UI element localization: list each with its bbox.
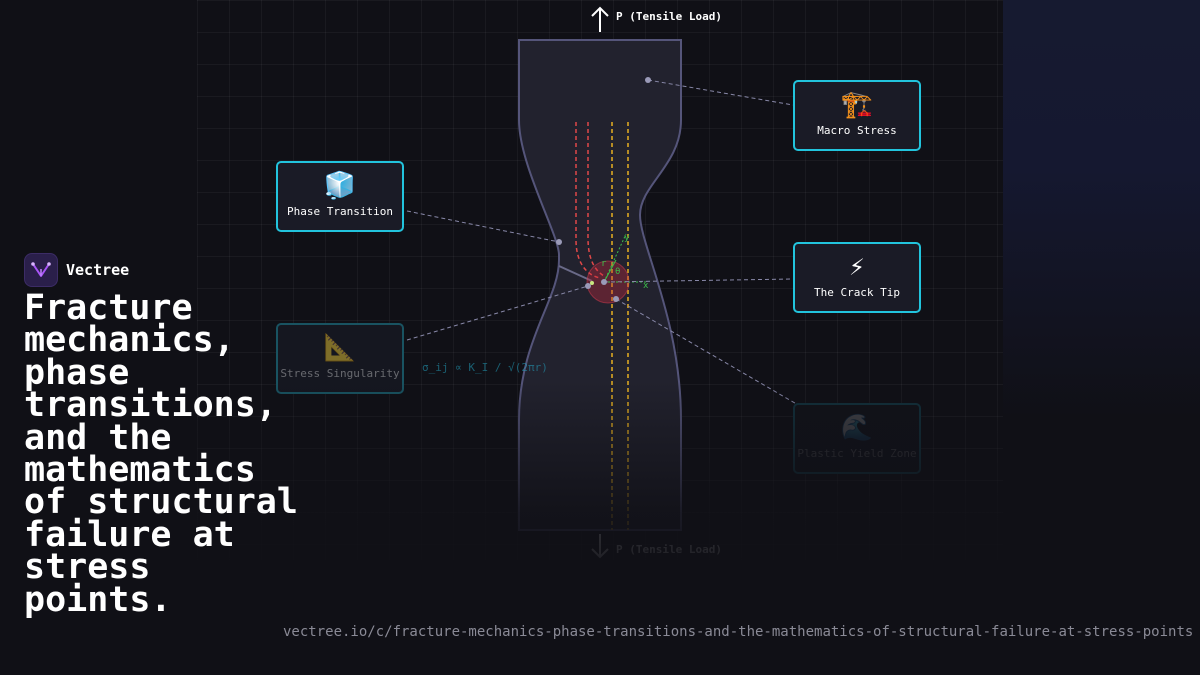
connector-macro [647, 79, 794, 106]
stress-line-red-outer [575, 122, 601, 279]
connector-crack [603, 278, 794, 283]
crack-tip-y-axis [603, 233, 627, 283]
anchor-singularity [585, 283, 591, 289]
node-plastic-yield-zone[interactable]: 🌊 Plastic Yield Zone [793, 403, 921, 474]
anchor-singularity-tip [590, 281, 594, 285]
anchor-phase [556, 239, 562, 245]
node-label: Stress Singularity [280, 367, 400, 380]
brand-name: Vectree [66, 261, 130, 279]
anchor-crack [601, 279, 607, 285]
node-label: Plastic Yield Zone [797, 447, 917, 460]
connector-phase [406, 210, 560, 243]
crane-icon: 🏗️ [840, 90, 874, 120]
stress-formula: σ_ij ∝ K_I / √(2πr) [422, 361, 548, 374]
crack-line [558, 265, 593, 282]
load-label-bottom: P (Tensile Load) [616, 543, 722, 556]
arrow-down-icon [591, 534, 609, 559]
node-macro-stress[interactable]: 🏗️ Macro Stress [793, 80, 921, 151]
crack-tip-r-label: r [601, 259, 607, 269]
wave-icon: 🌊 [840, 413, 874, 443]
brand[interactable]: Vectree [24, 253, 129, 287]
background-glow [1003, 0, 1200, 420]
triangle-ruler-icon: 📐 [323, 333, 357, 363]
page-url[interactable]: vectree.io/c/fracture-mechanics-phase-tr… [283, 624, 1194, 640]
crack-tip-x-label: x [643, 281, 649, 291]
node-crack-tip[interactable]: ⚡ The Crack Tip [793, 242, 921, 313]
arrow-up-icon [591, 6, 609, 32]
ice-cube-icon: 🧊 [323, 171, 357, 201]
node-phase-transition[interactable]: 🧊 Phase Transition [276, 161, 404, 232]
load-label-top: P (Tensile Load) [616, 10, 722, 23]
crack-tip-y-label: y [624, 233, 630, 243]
node-label: Phase Transition [287, 205, 393, 218]
node-label: The Crack Tip [813, 286, 901, 299]
node-label: Macro Stress [817, 124, 897, 137]
crack-tip-r-line [603, 259, 617, 283]
connector-singularity [406, 285, 589, 341]
anchor-plastic [613, 296, 619, 302]
vectree-logo-icon [24, 253, 58, 287]
anchor-macro [645, 77, 651, 83]
page-title: Fracture mechanics, phase transitions, a… [24, 288, 298, 620]
crack-tip-theta-label: θ [615, 267, 620, 277]
stress-line-red-inner [587, 122, 605, 277]
lightning-icon: ⚡ [849, 252, 865, 282]
